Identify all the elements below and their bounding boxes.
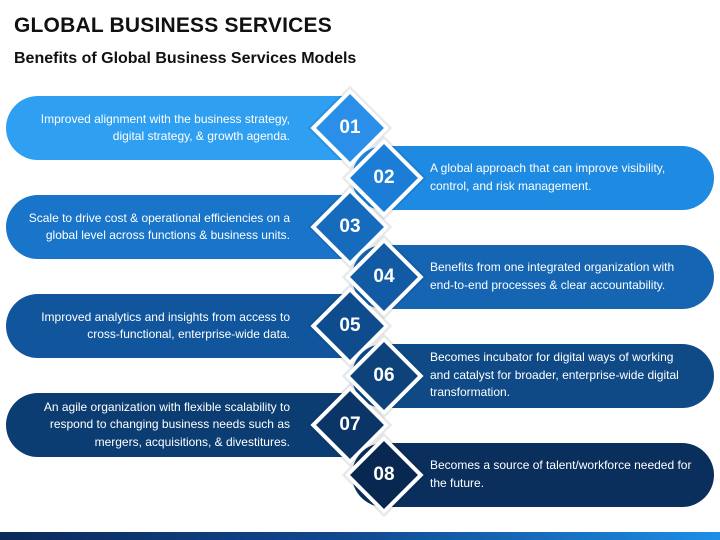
benefit-text: An agile organization with flexible scal… (43, 399, 290, 449)
benefit-text: A global approach that can improve visib… (430, 161, 666, 193)
step-number-02: 02 (373, 166, 395, 188)
benefit-band-03: Scale to drive cost & operational effici… (6, 195, 376, 259)
benefit-text: Benefits from one integrated organizatio… (430, 260, 675, 292)
benefit-text: Becomes a source of talent/workforce nee… (430, 458, 692, 490)
step-number-07: 07 (339, 414, 361, 435)
benefit-text: Improved alignment with the business str… (40, 111, 290, 143)
step-number-01: 01 (339, 117, 361, 138)
step-number-05: 05 (339, 315, 361, 336)
page-subtitle: Benefits of Global Business Services Mod… (14, 50, 357, 67)
page-title: GLOBAL BUSINESS SERVICES (14, 14, 332, 37)
benefit-text: Becomes incubator for digital ways of wo… (430, 350, 679, 400)
step-number-04: 04 (373, 265, 395, 287)
step-number-08: 08 (373, 463, 395, 485)
benefit-text: Improved analytics and insights from acc… (41, 309, 290, 341)
bottom-accent-bar (0, 532, 720, 540)
step-number-03: 03 (339, 216, 361, 237)
benefit-text: Scale to drive cost & operational effici… (28, 210, 290, 242)
step-number-06: 06 (373, 364, 395, 386)
